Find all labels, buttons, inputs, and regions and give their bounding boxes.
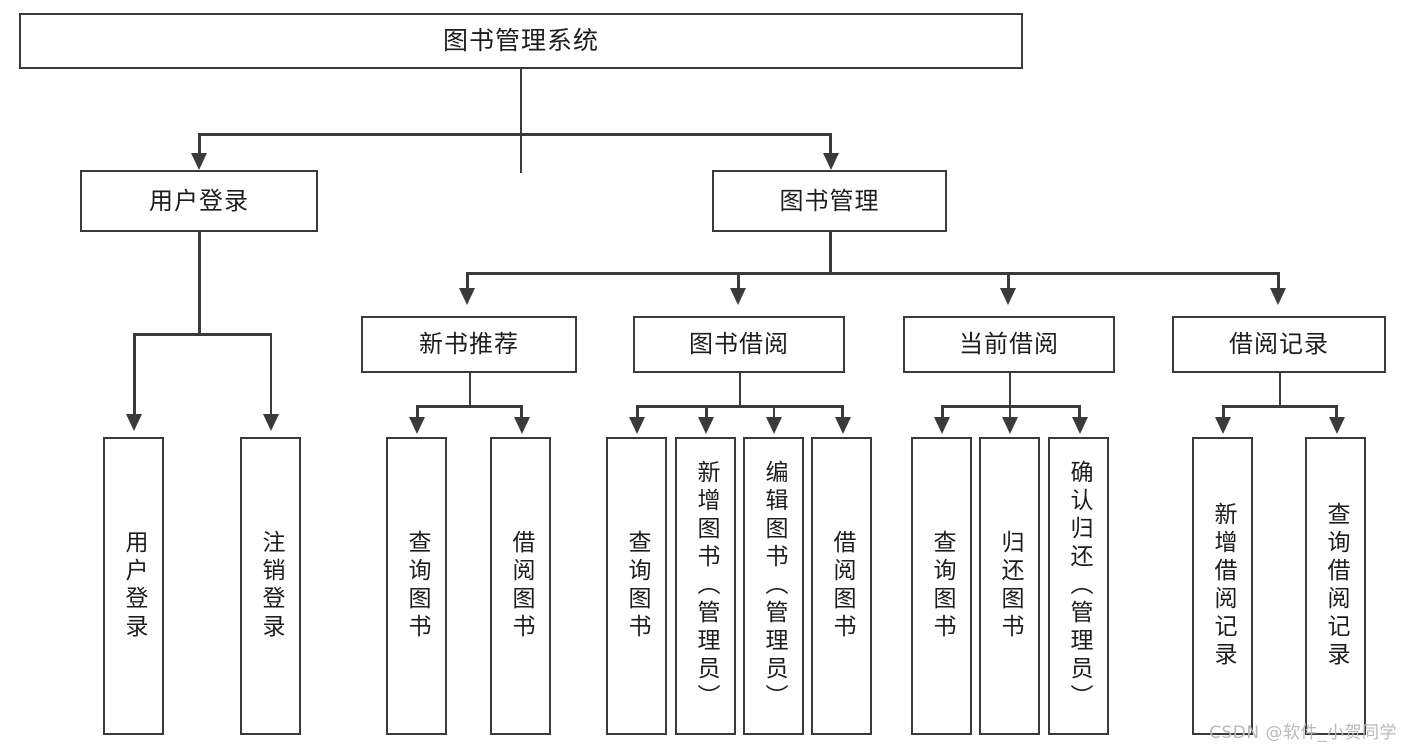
arrow-book-borrow-leaf-3 <box>765 417 782 434</box>
connector-current-borrow-down <box>1008 373 1012 407</box>
node-book-management[interactable]: 图书管理 <box>712 170 947 232</box>
connector-user-login-leaf-2 <box>269 333 273 417</box>
node-label: 借阅图书 <box>508 530 534 642</box>
node-label: 查询图书 <box>929 530 955 642</box>
connector-new-book-bar <box>416 405 523 408</box>
connector-new-book-down <box>468 373 472 407</box>
arrow-book-borrow-leaf-4 <box>834 417 851 434</box>
connector-user-login-down <box>198 232 201 335</box>
connector-borrow-record-leaf-1 <box>1222 405 1225 420</box>
arrow-user-login-leaf-2 <box>262 414 279 431</box>
arrow-book-borrow-leaf-2 <box>698 417 715 434</box>
node-label: 确认归还（管理员） <box>1066 460 1092 712</box>
connector-current-borrow-leaf-1 <box>941 405 944 420</box>
connector-level3-bar <box>466 272 1280 275</box>
connector-current-borrow-leaf-2 <box>1008 405 1012 420</box>
arrow-current-borrow-leaf-1 <box>934 417 951 434</box>
node-label: 新增图书（管理员） <box>693 460 719 712</box>
node-leaf-query-book[interactable]: 查询图书 <box>606 437 667 735</box>
node-borrow-record[interactable]: 借阅记录 <box>1172 316 1386 373</box>
node-label: 查询图书 <box>624 530 650 642</box>
node-label: 查询借阅记录 <box>1323 502 1349 670</box>
node-label: 借阅图书 <box>829 530 855 642</box>
connector-to-user-login <box>198 133 201 159</box>
arrow-borrow-record-leaf-1 <box>1215 417 1232 434</box>
node-label: 图书借阅 <box>689 330 789 359</box>
arrow-new-book-leaf-2 <box>513 417 530 434</box>
connector-root-down <box>519 69 523 173</box>
node-label: 图书管理 <box>779 186 880 215</box>
connector-book-borrow-leaf-3 <box>772 405 776 420</box>
csdn-watermark: CSDN @软件_小贺同学 <box>1209 723 1397 743</box>
node-label: 图书管理系统 <box>442 26 599 55</box>
connector-to-new-book <box>466 272 469 292</box>
node-leaf-confirm-return-admin[interactable]: 确认归还（管理员） <box>1048 437 1109 735</box>
node-leaf-user-login[interactable]: 用户登录 <box>103 437 164 735</box>
connector-book-borrow-leaf-4 <box>841 405 844 420</box>
node-current-borrow[interactable]: 当前借阅 <box>903 316 1115 373</box>
node-leaf-return-book[interactable]: 归还图书 <box>979 437 1040 735</box>
arrow-user-login-leaf-1 <box>126 414 143 431</box>
node-leaf-query-borrow-record[interactable]: 查询借阅记录 <box>1305 437 1366 735</box>
connector-user-login-leaf-1 <box>133 333 136 417</box>
node-label: 注销登录 <box>258 530 284 642</box>
node-leaf-edit-book-admin[interactable]: 编辑图书（管理员） <box>743 437 804 735</box>
node-label: 借阅记录 <box>1229 330 1329 359</box>
node-leaf-add-borrow-record[interactable]: 新增借阅记录 <box>1192 437 1253 735</box>
connector-book-manage-down <box>829 232 832 274</box>
arrow-borrow-record-leaf-2 <box>1328 417 1345 434</box>
connector-to-borrow-record <box>1277 272 1280 292</box>
connector-book-borrow-down <box>738 373 742 407</box>
connector-borrow-record-leaf-2 <box>1335 405 1338 420</box>
node-leaf-add-book-admin[interactable]: 新增图书（管理员） <box>675 437 736 735</box>
connector-book-borrow-leaf-2 <box>705 405 708 420</box>
arrow-to-book-borrow <box>730 288 747 305</box>
arrow-current-borrow-leaf-3 <box>1071 417 1088 434</box>
node-label: 编辑图书（管理员） <box>761 460 787 712</box>
node-user-login[interactable]: 用户登录 <box>80 170 318 232</box>
arrow-new-book-leaf-1 <box>409 417 426 434</box>
node-leaf-query-book-recommend[interactable]: 查询图书 <box>386 437 447 735</box>
connector-to-book-manage <box>829 133 832 159</box>
node-label: 归还图书 <box>997 530 1023 642</box>
arrow-to-current-borrow <box>1000 288 1017 305</box>
node-label: 用户登录 <box>121 530 147 642</box>
arrow-to-borrow-record <box>1270 288 1287 305</box>
connector-borrow-record-down <box>1278 373 1282 407</box>
node-leaf-borrow-book[interactable]: 借阅图书 <box>811 437 872 735</box>
connector-user-login-bar <box>133 333 272 336</box>
node-book-borrow[interactable]: 图书借阅 <box>633 316 845 373</box>
connector-new-book-leaf-1 <box>416 405 419 420</box>
connector-borrow-record-bar <box>1222 405 1338 408</box>
node-label: 当前借阅 <box>959 330 1059 359</box>
arrow-current-borrow-leaf-2 <box>1001 417 1018 434</box>
connector-level2-bar <box>198 133 832 136</box>
connector-book-borrow-leaf-1 <box>636 405 639 420</box>
node-label: 查询图书 <box>404 530 430 642</box>
arrow-to-new-book <box>459 288 476 305</box>
connector-to-book-borrow <box>737 272 740 292</box>
node-root-book-management-system[interactable]: 图书管理系统 <box>19 13 1023 69</box>
connector-new-book-leaf-2 <box>520 405 523 420</box>
arrow-to-user-login <box>191 153 208 170</box>
node-label: 新增借阅记录 <box>1210 502 1236 670</box>
connector-current-borrow-leaf-3 <box>1078 405 1081 420</box>
node-leaf-borrow-book-recommend[interactable]: 借阅图书 <box>490 437 551 735</box>
node-leaf-query-book-current[interactable]: 查询图书 <box>911 437 972 735</box>
node-label: 用户登录 <box>149 186 249 215</box>
node-leaf-logout[interactable]: 注销登录 <box>240 437 301 735</box>
arrow-book-borrow-leaf-1 <box>629 417 646 434</box>
connector-to-current-borrow <box>1007 272 1010 292</box>
node-new-book-recommend[interactable]: 新书推荐 <box>361 316 577 373</box>
arrow-to-book-manage <box>822 153 839 170</box>
connector-book-borrow-bar <box>636 405 844 408</box>
node-label: 新书推荐 <box>419 330 519 359</box>
